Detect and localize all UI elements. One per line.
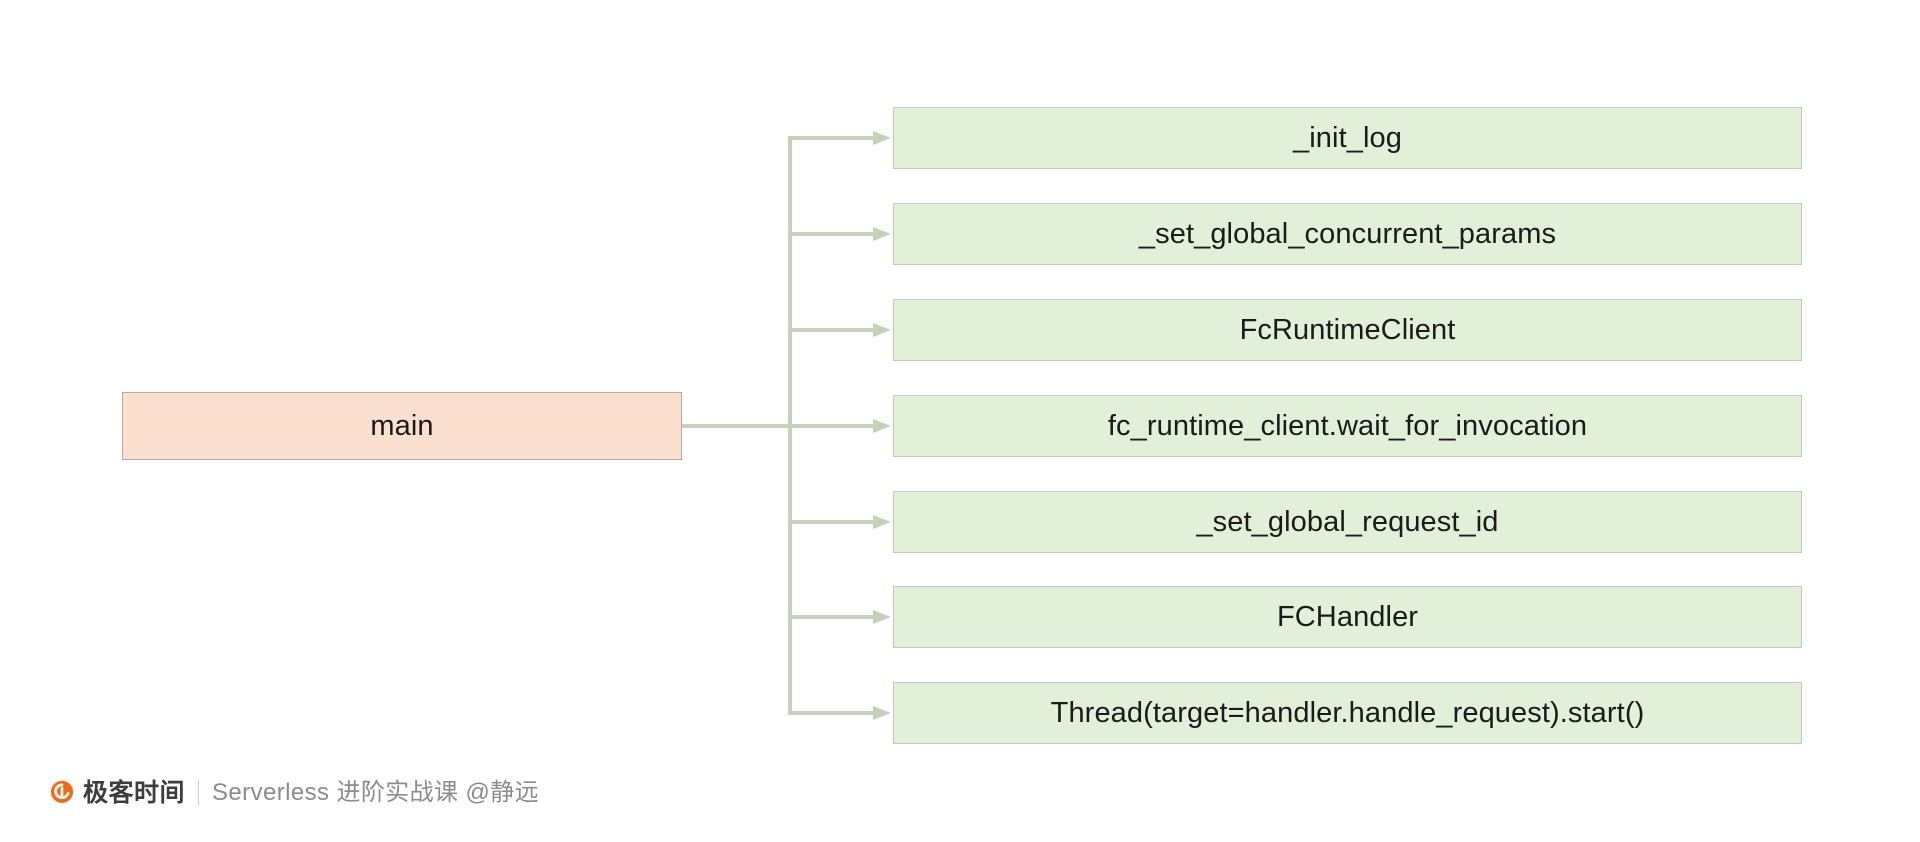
node-leaf[interactable]: _set_global_concurrent_params	[893, 203, 1802, 265]
node-leaf[interactable]: FCHandler	[893, 586, 1802, 648]
arrowhead-icon	[873, 515, 891, 529]
node-leaf[interactable]: _init_log	[893, 107, 1802, 169]
footer-watermark: 极客时间 Serverless 进阶实战课 @静远	[48, 776, 539, 810]
node-main-label: main	[370, 409, 434, 442]
arrowhead-icon	[873, 323, 891, 337]
node-leaf[interactable]: FcRuntimeClient	[893, 299, 1802, 361]
arrowhead-icon	[873, 610, 891, 624]
node-leaf-label: _set_global_concurrent_params	[1138, 217, 1557, 250]
node-leaf[interactable]: _set_global_request_id	[893, 491, 1802, 553]
node-main[interactable]: main	[122, 392, 682, 460]
node-leaf-label: FcRuntimeClient	[1239, 313, 1456, 346]
geekbang-logo-icon	[50, 780, 74, 803]
arrowhead-icon	[873, 419, 891, 433]
node-leaf-label: Thread(target=handler.handle_request).st…	[1050, 696, 1645, 729]
brand-name: 极客时间	[83, 778, 186, 807]
node-leaf-label: _init_log	[1293, 121, 1402, 154]
node-leaf-label: _set_global_request_id	[1196, 505, 1499, 538]
brand-divider	[198, 780, 200, 806]
footer-caption: Serverless 进阶实战课 @静远	[212, 779, 540, 806]
node-leaf-label: FCHandler	[1276, 600, 1419, 633]
node-leaf-label: fc_runtime_client.wait_for_invocation	[1107, 409, 1588, 442]
arrowhead-icon	[873, 131, 891, 145]
node-leaf[interactable]: Thread(target=handler.handle_request).st…	[893, 682, 1802, 744]
arrowhead-icon	[873, 706, 891, 720]
node-leaf[interactable]: fc_runtime_client.wait_for_invocation	[893, 395, 1802, 457]
arrowhead-icon	[873, 227, 891, 241]
